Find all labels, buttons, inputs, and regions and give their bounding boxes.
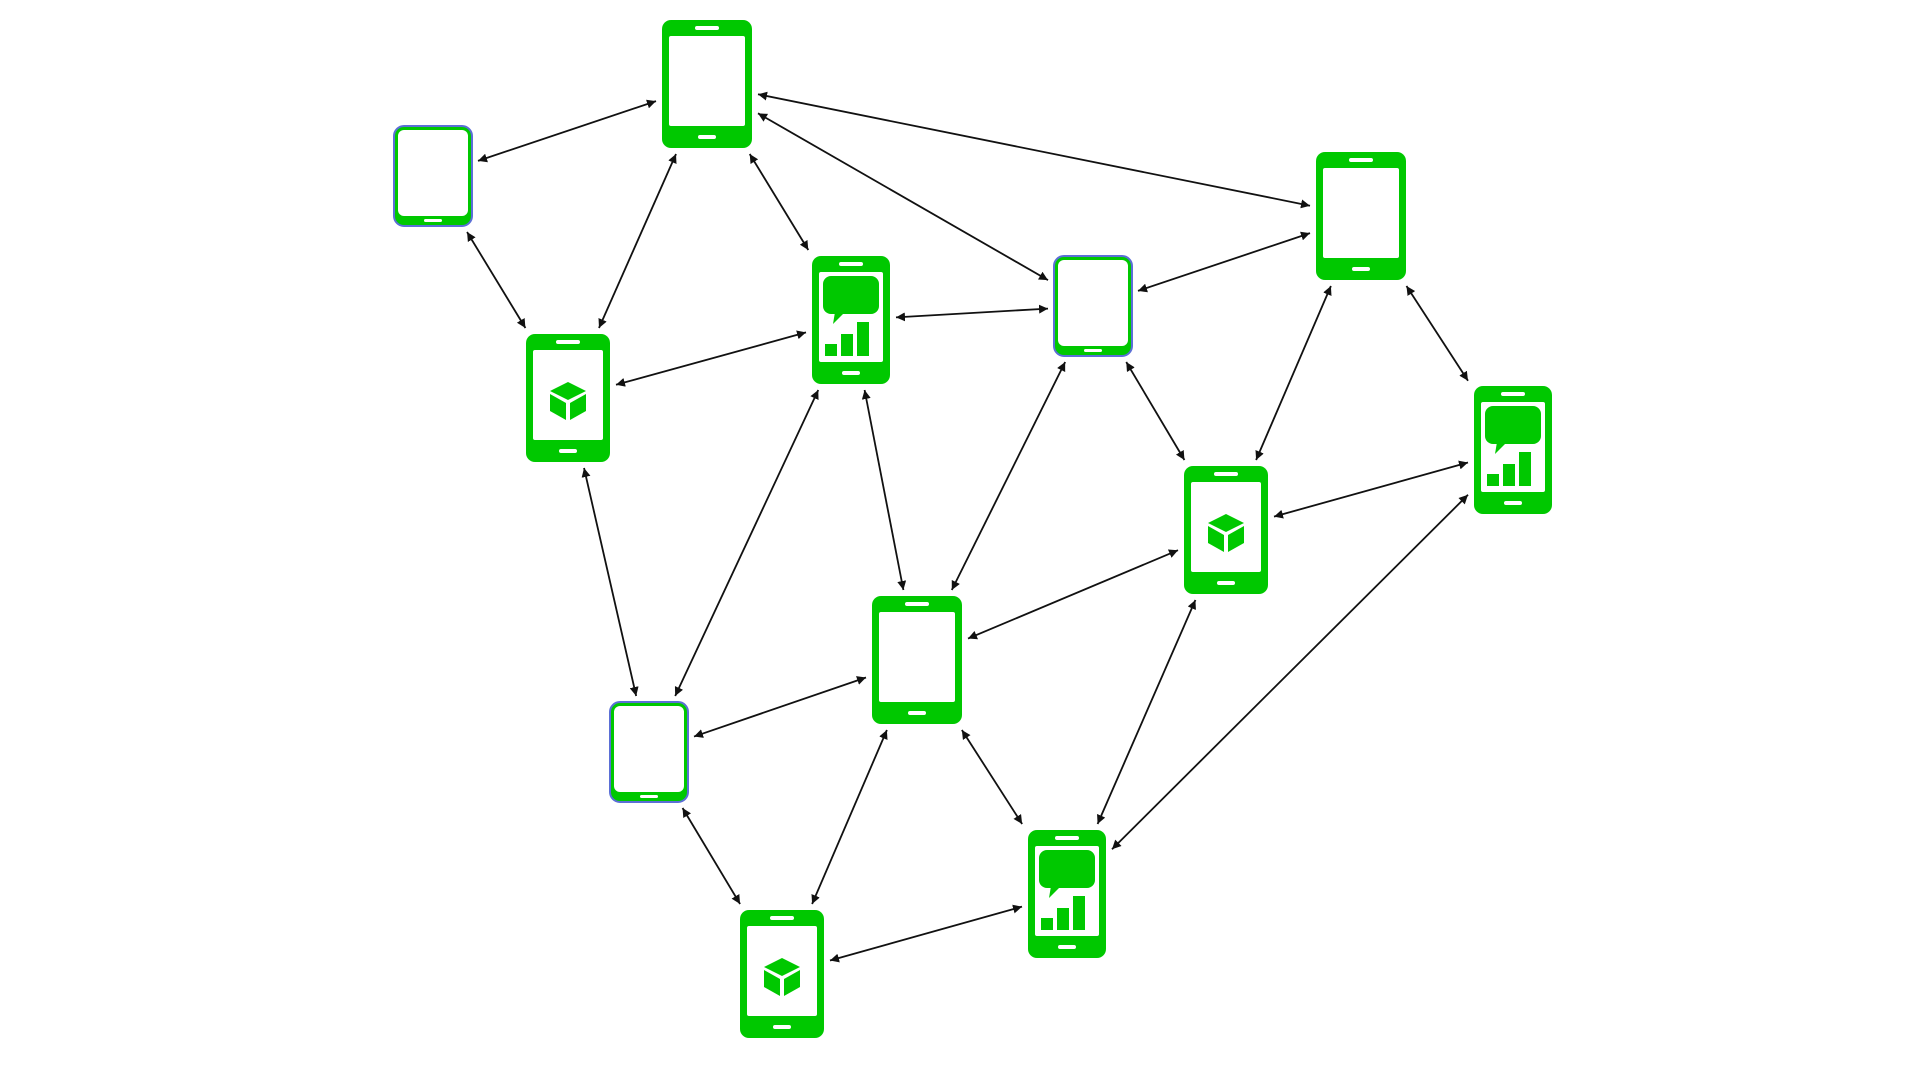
edge-n9-n12 [811, 729, 888, 905]
speaker-slot [1501, 392, 1525, 396]
edge-n1-n6 [757, 112, 1049, 281]
device-node-n1[interactable] [662, 20, 752, 148]
edge-n8-n7 [1273, 460, 1469, 519]
device-node-n2[interactable] [393, 125, 473, 227]
device-screen [1323, 168, 1399, 258]
device-node-n8[interactable] [1184, 466, 1268, 594]
speaker-slot [1349, 158, 1373, 162]
box-icon [550, 382, 586, 420]
home-button [424, 219, 442, 222]
speaker-slot [556, 340, 580, 344]
edge-n9-n10 [693, 676, 867, 738]
edge-n3-n7 [1405, 285, 1469, 382]
device-node-n3[interactable] [1316, 152, 1406, 280]
edge-n3-n8 [1255, 285, 1332, 461]
device-node-n4[interactable] [526, 334, 610, 462]
device-node-n7[interactable] [1474, 386, 1552, 514]
device-screen [669, 36, 745, 126]
home-button [1058, 945, 1076, 949]
home-button [773, 1025, 791, 1029]
chat-chart-icon [823, 276, 879, 356]
edge-n6-n9 [950, 361, 1066, 591]
home-button [559, 449, 577, 453]
box-icon [1208, 514, 1244, 552]
home-button [640, 795, 658, 798]
speaker-slot [770, 916, 794, 920]
home-button [1504, 501, 1522, 505]
device-screen [879, 612, 955, 702]
home-button [908, 711, 926, 715]
speaker-slot [839, 262, 863, 266]
box-icon [764, 958, 800, 996]
device-node-n10[interactable] [609, 701, 689, 803]
edge-n1-n3 [757, 91, 1311, 209]
edge-n5-n9 [861, 389, 907, 591]
speaker-slot [905, 602, 929, 606]
home-button [1084, 349, 1102, 352]
home-button [1352, 267, 1370, 271]
edge-n8-n11 [1096, 599, 1197, 825]
edge-n10-n12 [681, 807, 741, 905]
device-node-n9[interactable] [872, 596, 962, 724]
edge-n4-n10 [581, 467, 639, 697]
edge-n6-n8 [1125, 361, 1186, 461]
speaker-slot [695, 26, 719, 30]
edge-n6-n3 [1137, 231, 1311, 293]
speaker-slot [1214, 472, 1238, 476]
edges-layer [466, 91, 1469, 963]
device-node-n11[interactable] [1028, 830, 1106, 958]
home-button [842, 371, 860, 375]
home-button [698, 135, 716, 139]
speaker-slot [1055, 836, 1079, 840]
device-screen [1058, 260, 1128, 346]
device-screen [614, 706, 684, 792]
home-button [1217, 581, 1235, 585]
device-node-n12[interactable] [740, 910, 824, 1038]
edge-n1-n5 [748, 153, 810, 251]
device-node-n6[interactable] [1053, 255, 1133, 357]
edge-n1-n4 [598, 153, 677, 329]
edge-n5-n6 [895, 304, 1049, 322]
chat-chart-icon [1039, 850, 1095, 930]
chat-chart-icon [1485, 406, 1541, 486]
edge-n9-n8 [967, 549, 1179, 640]
edge-n12-n11 [829, 904, 1023, 963]
edge-n1-n2 [477, 99, 657, 163]
edge-n4-n5 [615, 330, 807, 387]
edge-n7-n11 [1111, 494, 1469, 850]
nodes-layer [393, 20, 1552, 1038]
device-screen [398, 130, 468, 216]
edge-n2-n4 [466, 231, 527, 329]
edge-n5-n10 [674, 389, 820, 697]
edge-n9-n11 [961, 729, 1023, 825]
device-node-n5[interactable] [812, 256, 890, 384]
